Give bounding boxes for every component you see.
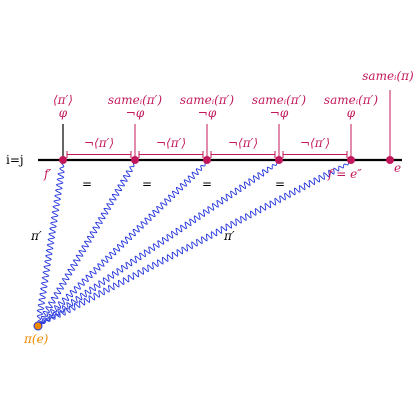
wavy-arrow-2 (37, 161, 136, 327)
top-label-3-line2: ¬φ (198, 106, 217, 120)
event-dot-1 (59, 156, 67, 164)
wave-label-left: π′ (30, 229, 42, 243)
origin-label: π(e) (23, 332, 49, 346)
top-label-1-line2: φ (59, 106, 68, 120)
wavy-arrow-5 (37, 161, 352, 327)
interval-bracket-1 (66, 151, 132, 158)
interval-label-1: ¬⟨π′⟩ (84, 136, 114, 150)
top-label-4-line2: ¬φ (270, 106, 289, 120)
top-label-4-line1: sameᵢ(π′) (252, 93, 307, 107)
interval-brackets (66, 151, 348, 158)
top-labels: ⟨π′⟩ φ sameᵢ(π′) ¬φ sameᵢ(π′) ¬φ sameᵢ(π… (53, 69, 414, 120)
event-label-first: f′ (43, 167, 51, 181)
top-label-5-line1: sameᵢ(π′) (324, 93, 379, 107)
equals-sign-1: = (82, 177, 92, 191)
top-label-1-line1: ⟨π′⟩ (53, 93, 73, 107)
origin-dot (33, 321, 43, 331)
interval-bracket-4 (282, 151, 348, 158)
top-label-2-line1: sameᵢ(π′) (108, 93, 163, 107)
event-dot-4 (275, 156, 283, 164)
event-dot-5 (347, 156, 355, 164)
interval-label-2: ¬⟨π′⟩ (156, 136, 186, 150)
wavy-arrow-1 (36, 161, 65, 327)
equals-sign-4: = (275, 177, 285, 191)
equals-sign-3: = (202, 177, 212, 191)
wavy-arrow-3 (37, 161, 208, 327)
row-label: i=j (6, 153, 24, 167)
event-label-fifth: f = e″ (327, 167, 362, 181)
top-label-5-line2: φ (347, 106, 356, 120)
event-dot-6 (386, 156, 394, 164)
equals-sign-2: = (142, 177, 152, 191)
event-dots (59, 156, 394, 164)
interval-bracket-2 (138, 151, 204, 158)
top-label-3-line1: sameᵢ(π′) (180, 93, 235, 107)
wavy-arrow-4 (37, 161, 280, 327)
interval-label-3: ¬⟨π′⟩ (228, 136, 258, 150)
wave-label-middle: π′ (223, 229, 235, 243)
event-dot-2 (131, 156, 139, 164)
top-label-2-line2: ¬φ (126, 106, 145, 120)
interval-bracket-3 (210, 151, 276, 158)
event-ticks (62, 90, 391, 160)
wavy-arrows (36, 161, 352, 327)
interval-label-4: ¬⟨π′⟩ (300, 136, 330, 150)
top-label-6-line1: sameᵢ(π) (362, 69, 414, 83)
event-dot-3 (203, 156, 211, 164)
event-label-last: e (394, 161, 401, 175)
